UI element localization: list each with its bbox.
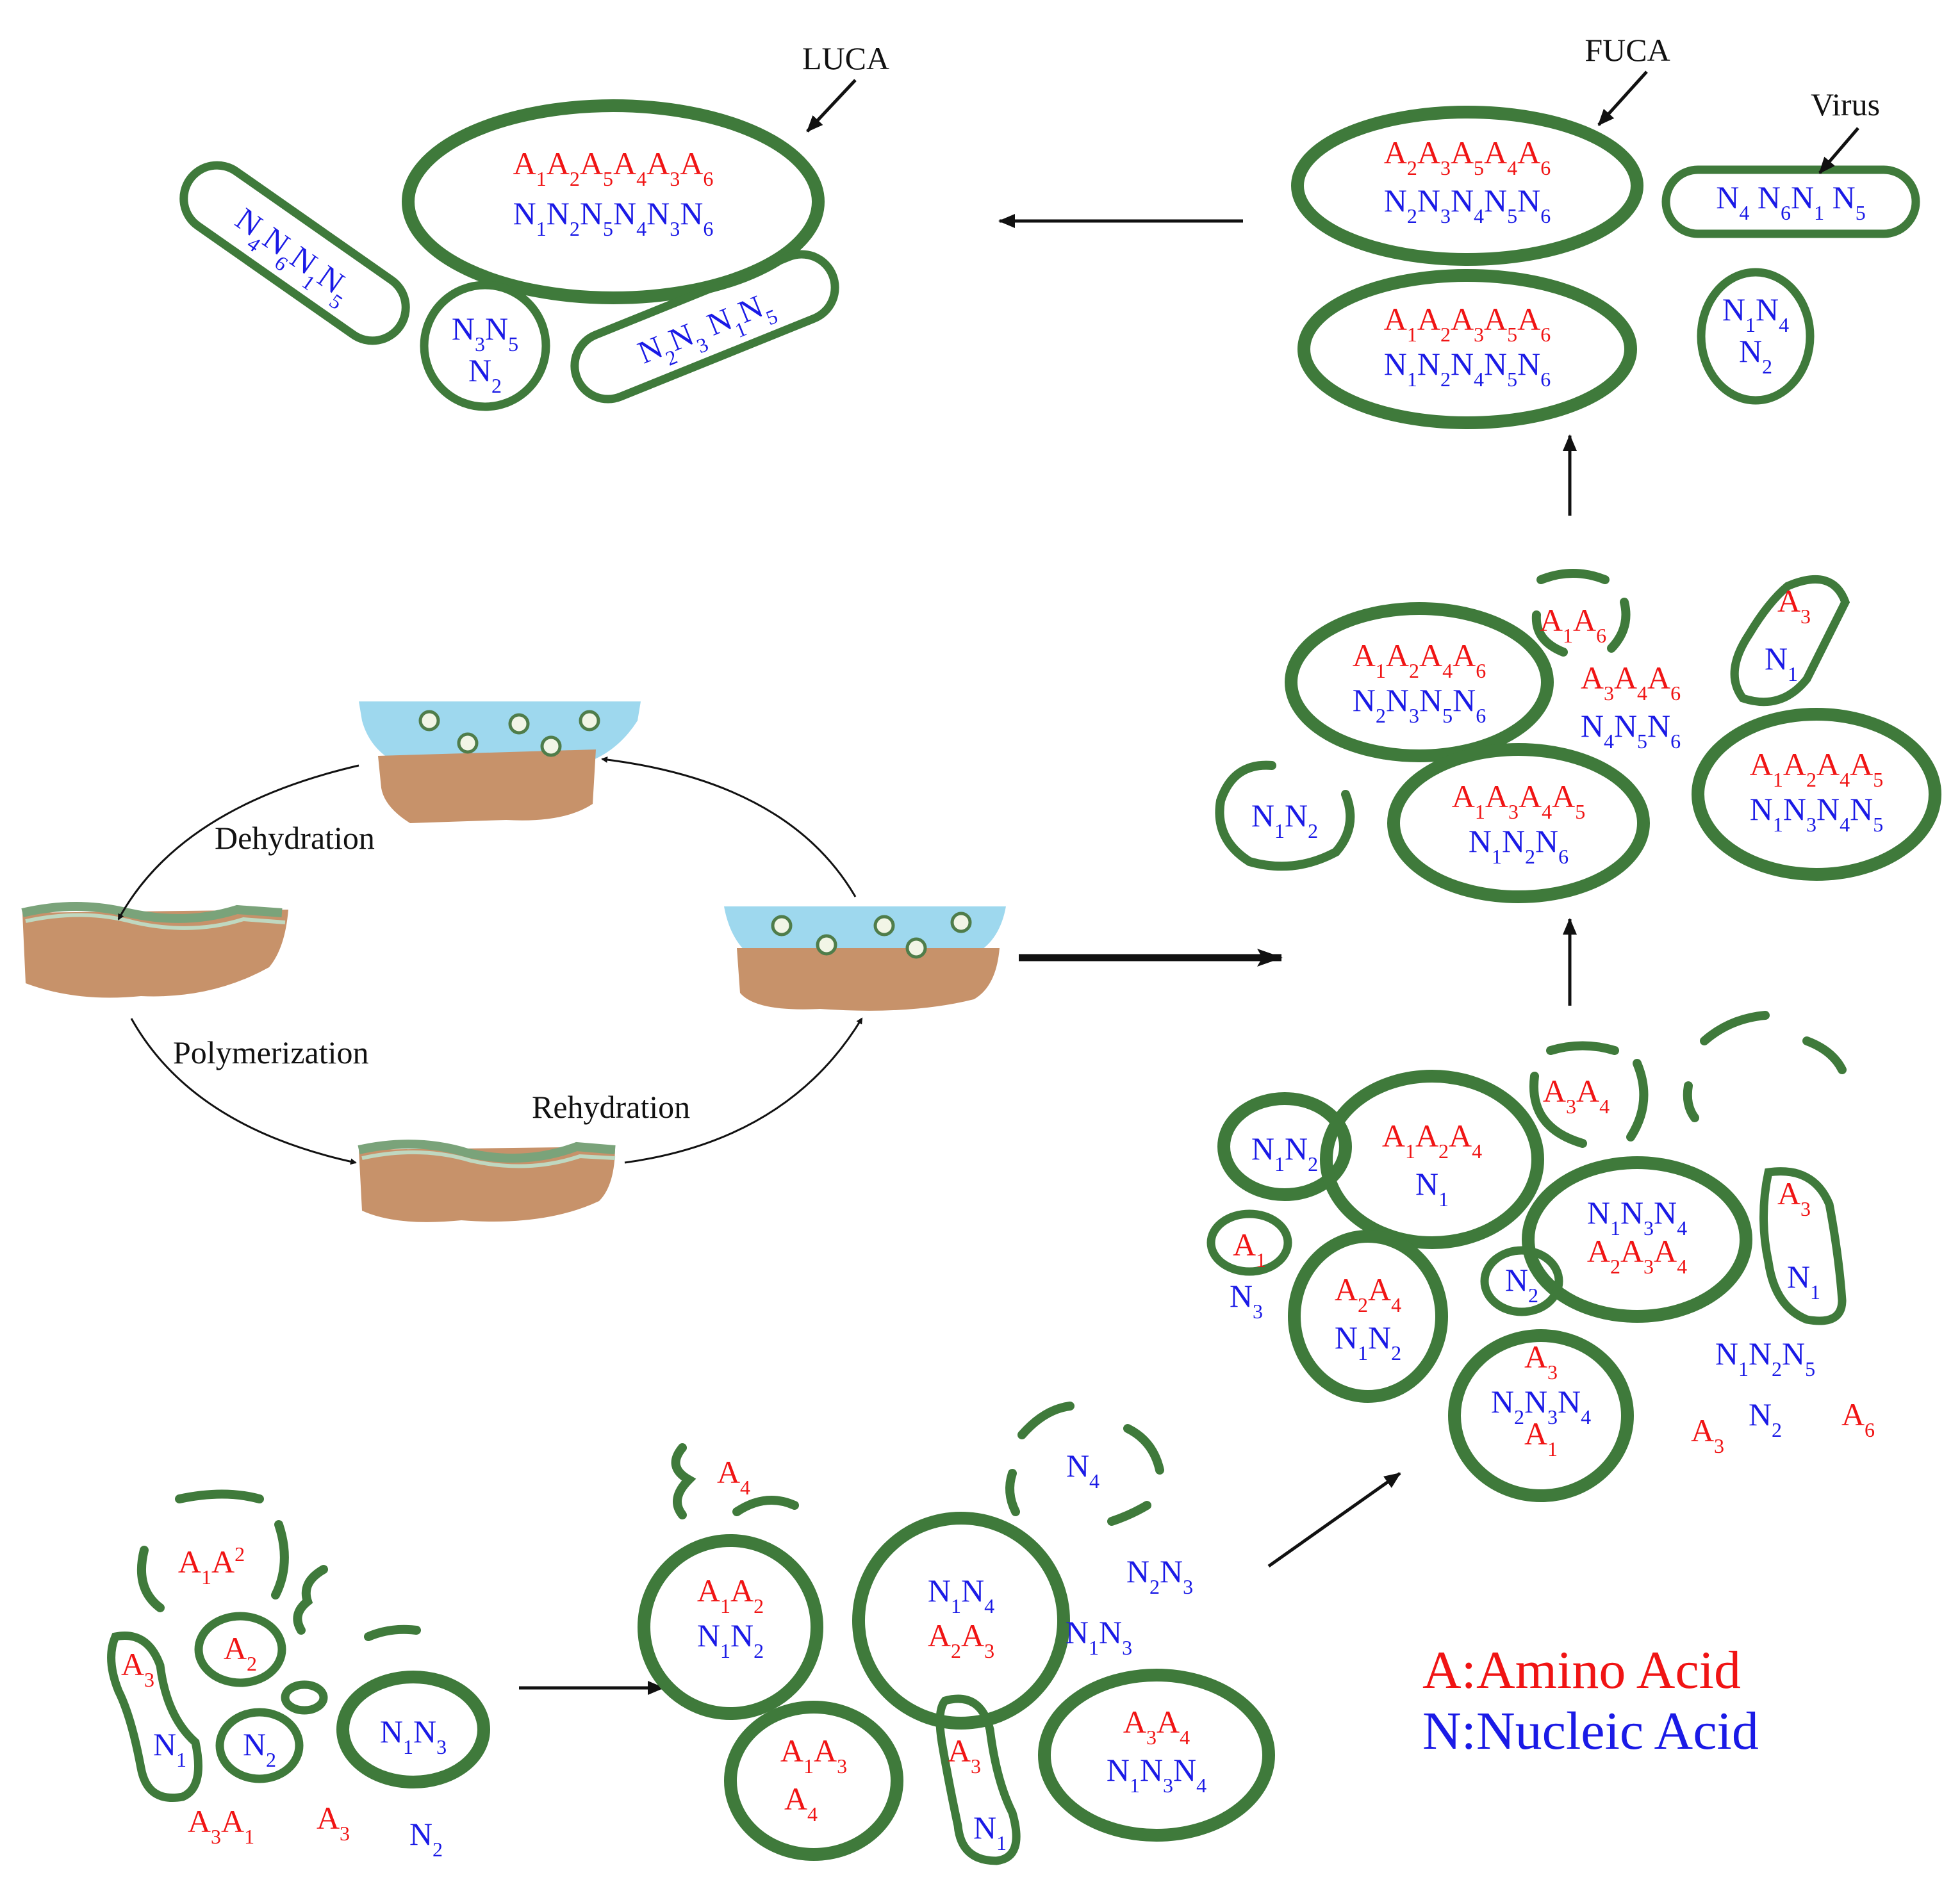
stage-middle-right: A1A6 A1A2A4A6 N2N3N5N6 A3A4A6 N4N5N6 A3 … <box>1215 569 1941 903</box>
svg-text:N4N5N6: N4N5N6 <box>1581 708 1681 753</box>
return-arrow <box>601 756 857 897</box>
legend: A:Amino Acid N:Nucleic Acid <box>1422 1640 1759 1761</box>
svg-text:N1N3: N1N3 <box>1066 1614 1132 1659</box>
svg-text:A1A2: A1A2 <box>178 1542 245 1589</box>
svg-text:N1N2: N1N2 <box>1335 1320 1401 1364</box>
fuca-cell <box>1291 106 1643 266</box>
svg-text:A1A3A4A5: A1A3A4A5 <box>1452 778 1585 823</box>
svg-text:N1: N1 <box>973 1810 1007 1854</box>
stage-bottom-middle: A4 N4 A1A2 N1N2 N1N4 A2A3 N2N3 N1N3 A1A3… <box>638 1402 1275 1865</box>
svg-text:N2N3N4N5N6: N2N3N4N5N6 <box>1384 183 1551 227</box>
svg-text:N2N3N5N6: N2N3N5N6 <box>1353 682 1486 727</box>
svg-text:N1N2N5: N1N2N5 <box>1715 1336 1815 1380</box>
dried-layers-left <box>21 902 288 998</box>
svg-text:A1: A1 <box>1233 1227 1266 1272</box>
rehydration-arrow <box>624 1017 863 1164</box>
virus-label: Virus <box>1811 86 1880 122</box>
svg-text:N2: N2 <box>243 1726 276 1771</box>
svg-text:N1N2: N1N2 <box>1251 798 1318 842</box>
svg-text:A2A3A4: A2A3A4 <box>1587 1233 1687 1278</box>
svg-text:N1N3N4N5: N1N3N4N5 <box>1750 791 1883 836</box>
svg-text:A1A2A4A5: A1A2A4A5 <box>1750 746 1883 791</box>
hydrated-pool-top <box>359 701 641 823</box>
svg-text:N2N3: N2N3 <box>1126 1553 1193 1598</box>
virus-pointer-arrow <box>1818 127 1859 174</box>
stage-bottom-left: A1A2 A2 A3 N1 N2 N1N3 A3A1 A3 N2 <box>107 1489 490 1861</box>
legend-nucleic-acid: N:Nucleic Acid <box>1422 1701 1759 1761</box>
svg-text:A4: A4 <box>784 1781 818 1826</box>
svg-text:A2A4: A2A4 <box>1335 1272 1401 1316</box>
svg-text:N3N5: N3N5 <box>452 311 518 356</box>
svg-text:A1A3: A1A3 <box>780 1733 847 1778</box>
svg-text:A3A1: A3A1 <box>188 1803 254 1848</box>
svg-text:N1N2: N1N2 <box>1251 1131 1318 1175</box>
arrow-bottom-to-lower-right <box>1267 1471 1401 1568</box>
svg-text:N1: N1 <box>1415 1166 1449 1211</box>
luca-nucleic-sequence: N1N2N5N4N3N6 <box>513 195 714 240</box>
fuca-small-vesicle: N1N4 N2 <box>1697 268 1815 405</box>
svg-text:A3: A3 <box>1777 1175 1811 1220</box>
svg-text:A3: A3 <box>317 1800 350 1845</box>
fuca-label: FUCA <box>1585 32 1670 68</box>
svg-text:N2: N2 <box>1739 333 1772 378</box>
wet-dry-cycle: Dehydration Polymerization Rehydration <box>21 701 1006 1222</box>
luca-stage: A1A2A5A4A3A6 N1N2N5N4N3N6 N4N6N1N5 N3N5 … <box>179 40 889 411</box>
hydrated-pool-right <box>724 906 1006 1011</box>
svg-text:N1N2N4N5N6: N1N2N4N5N6 <box>1384 346 1551 391</box>
svg-text:A2A3A5A4A6: A2A3A5A4A6 <box>1384 135 1551 179</box>
svg-text:N2: N2 <box>1749 1396 1782 1441</box>
rehydration-label: Rehydration <box>532 1089 690 1125</box>
fuca-stage: A2A3A5A4A6 N2N3N4N5N6 A1A2A3A5A6 N1N2N4N… <box>1291 32 1920 429</box>
legend-amino-acid: A:Amino Acid <box>1422 1640 1741 1700</box>
svg-text:N3: N3 <box>1230 1278 1263 1323</box>
polymerization-arrow <box>130 1018 357 1165</box>
fuca-pointer-arrow <box>1597 70 1648 126</box>
svg-text:N1N4: N1N4 <box>1722 291 1789 336</box>
svg-text:A4: A4 <box>717 1454 750 1499</box>
svg-text:N2: N2 <box>468 352 502 397</box>
svg-text:A1A2A4: A1A2A4 <box>1382 1118 1482 1163</box>
luca-small-vesicle: N3N5 N2 <box>420 281 550 411</box>
luca-virus-rod-right: N2N3 N1N5 <box>570 250 839 404</box>
svg-text:A2: A2 <box>224 1630 257 1675</box>
svg-text:A1A2A4A6: A1A2A4A6 <box>1353 637 1486 682</box>
svg-text:A1A2A3A5A6: A1A2A3A5A6 <box>1384 301 1551 346</box>
svg-text:A3: A3 <box>948 1733 981 1778</box>
dehydration-arrow <box>117 764 359 920</box>
svg-text:N1N4: N1N4 <box>928 1573 994 1617</box>
svg-text:N2: N2 <box>409 1816 443 1861</box>
svg-text:N4: N4 <box>1066 1448 1099 1493</box>
svg-text:A3: A3 <box>1691 1412 1724 1457</box>
svg-text:A3A4: A3A4 <box>1543 1073 1610 1118</box>
fuca-sibling-cell <box>1297 269 1637 429</box>
svg-text:N1N2N6: N1N2N6 <box>1469 823 1569 868</box>
polymerization-label: Polymerization <box>173 1035 369 1070</box>
svg-text:A6: A6 <box>1841 1396 1875 1441</box>
svg-text:A3A4A6: A3A4A6 <box>1581 660 1681 705</box>
luca-cell <box>402 99 825 304</box>
fuca-virus: N4 N6N1 N5 <box>1661 165 1920 238</box>
svg-text:A2A3: A2A3 <box>928 1617 994 1662</box>
svg-text:N1N3: N1N3 <box>380 1714 447 1758</box>
stage-lower-right: A3A4 N1N2 A1A2A4 N1 N1N3N4 A2A3A4 A3 N1 … <box>1206 1011 1875 1502</box>
dehydration-label: Dehydration <box>215 820 375 856</box>
luca-label: LUCA <box>802 40 889 76</box>
svg-text:N1: N1 <box>1765 641 1798 685</box>
luca-amino-sequence: A1A2A5A4A3A6 <box>513 145 714 190</box>
svg-text:N4 N6N1 N5: N4 N6N1 N5 <box>1716 179 1865 224</box>
svg-text:N1N2: N1N2 <box>697 1617 764 1662</box>
luca-pointer-arrow <box>806 79 857 133</box>
dried-layers-bottom <box>358 1140 616 1222</box>
svg-text:A3: A3 <box>1524 1339 1558 1384</box>
svg-text:A3: A3 <box>1777 583 1811 628</box>
svg-text:A3A4: A3A4 <box>1123 1704 1190 1749</box>
svg-text:A1A2: A1A2 <box>697 1573 764 1617</box>
luca-virus-rod-left: N4N6N1N5 <box>179 161 410 345</box>
svg-text:N1N3N4: N1N3N4 <box>1107 1752 1206 1797</box>
svg-text:N1: N1 <box>1787 1259 1820 1304</box>
